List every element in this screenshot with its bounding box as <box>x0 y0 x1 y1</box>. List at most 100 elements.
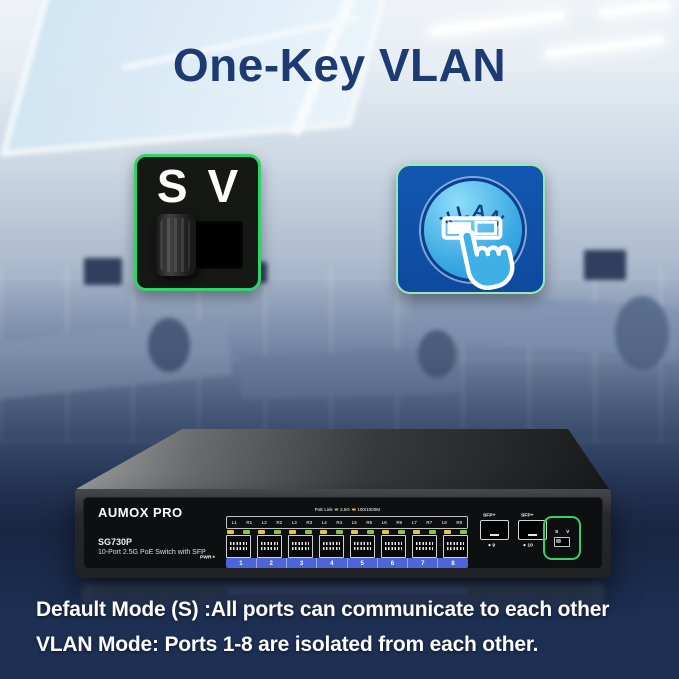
sfp-number-text: ● 9 <box>487 542 495 548</box>
port-leds <box>226 530 251 534</box>
rj45-jack <box>288 535 313 558</box>
sfp-slot <box>517 520 547 540</box>
led-legend-marker <box>334 508 338 511</box>
sfp-label: SFP+ <box>521 512 544 520</box>
port-leds <box>257 530 282 534</box>
device-mode-v-label: V <box>566 529 570 535</box>
poe-led <box>227 530 234 534</box>
ethernet-port <box>412 530 437 558</box>
left-led-label: L7 <box>411 520 417 525</box>
poe-led <box>289 530 296 534</box>
port-number: 8 <box>451 559 455 567</box>
slide-switch-knob <box>154 214 196 276</box>
right-led-label: R3 <box>306 520 313 525</box>
right-led-label: R1 <box>246 520 253 525</box>
device-description: 10-Port 2.5G PoE Switch with SFP <box>98 549 206 556</box>
rj45-jack <box>350 535 375 558</box>
ethernet-port <box>350 530 375 558</box>
left-led-label: L5 <box>351 520 357 525</box>
left-led-label: L2 <box>261 520 267 525</box>
port-led-labels: L1 R1 <box>227 517 257 528</box>
port-number: 1 <box>226 558 257 568</box>
mode-switch-labels: S V <box>137 157 258 209</box>
sfp-slot <box>479 520 509 540</box>
link-led <box>243 530 250 534</box>
led-legend-label: 100/1000M <box>357 507 380 512</box>
port-led-labels: L3 R3 <box>287 517 317 528</box>
port-led-labels: L2 R2 <box>257 517 287 528</box>
brand-label: AUMOX PRO <box>98 505 183 520</box>
mode-v-label: V <box>207 160 239 212</box>
port-number: 2 <box>256 558 287 568</box>
port-row <box>226 530 468 558</box>
poe-led <box>382 530 389 534</box>
sfp-group: SFP+ ● 9 SFP+ ● 10 <box>479 512 547 550</box>
port-number: 4 <box>317 558 348 568</box>
device-reflection <box>82 583 604 617</box>
left-led-label: L1 <box>231 520 237 525</box>
port-number: 3 <box>287 558 317 568</box>
ethernet-port <box>226 530 251 558</box>
switch-front-panel: AUMOX PRO SG730P 10-Port 2.5G PoE Switch… <box>83 497 603 569</box>
device-mode-toggle-highlight: S V <box>543 516 581 560</box>
poe-led <box>413 530 420 534</box>
caption-text: Default Mode (S) :All ports can communic… <box>36 592 656 662</box>
sfp-label-text: SFP+ <box>520 512 534 518</box>
led-legend-label: 2.5G <box>339 507 350 512</box>
ethernet-port <box>443 530 468 558</box>
poe-led <box>320 530 327 534</box>
port-leds <box>288 530 313 534</box>
slide-switch-recess <box>154 214 243 276</box>
poe-led <box>444 530 451 534</box>
rj45-jack <box>443 535 468 558</box>
right-led-label: R8 <box>456 520 463 525</box>
ethernet-port <box>257 530 282 558</box>
sfp-label: SFP+ <box>483 512 506 520</box>
rj45-jack <box>319 535 344 558</box>
link-led <box>460 530 467 534</box>
led-legend-marker <box>351 508 356 511</box>
switch-front-face: AUMOX PRO SG730P 10-Port 2.5G PoE Switch… <box>75 489 611 578</box>
sfp-port: SFP+ ● 10 <box>517 512 547 550</box>
poe-led <box>351 530 358 534</box>
link-led <box>305 530 312 534</box>
switch-top-surface <box>76 429 609 489</box>
port-leds <box>319 530 344 534</box>
ethernet-port <box>319 530 344 558</box>
left-led-label: L6 <box>381 520 387 525</box>
poe-led <box>258 530 265 534</box>
device-mode-s-label: S <box>554 529 558 535</box>
model-label: SG730P <box>98 537 133 547</box>
link-led <box>367 530 374 534</box>
left-led-label: L3 <box>291 520 297 525</box>
port-leds <box>443 530 468 534</box>
sfp-number: ● 9 <box>488 542 501 550</box>
link-led <box>429 530 436 534</box>
rj45-jack <box>381 535 406 558</box>
left-led-label: L4 <box>321 520 327 525</box>
device-reflection-strip <box>227 588 467 593</box>
vlan-circle: VLAN <box>421 178 525 290</box>
mode-s-label: S <box>156 160 188 212</box>
sfp-label-text: SFP+ <box>482 512 496 518</box>
vlan-icon-art: VLAN <box>436 199 515 290</box>
caption-line-1: Default Mode (S) :All ports can communic… <box>36 598 610 621</box>
port-number: 7 <box>408 558 439 568</box>
rj45-jack <box>257 535 282 558</box>
sfp-number-text: ● 10 <box>523 542 533 548</box>
port-leds <box>412 530 437 534</box>
power-led-dot <box>212 555 215 558</box>
right-led-label: R2 <box>276 520 283 525</box>
sfp-number: ● 10 <box>523 542 541 550</box>
link-led <box>398 530 405 534</box>
vlan-button-icon: VLAN <box>396 164 545 294</box>
